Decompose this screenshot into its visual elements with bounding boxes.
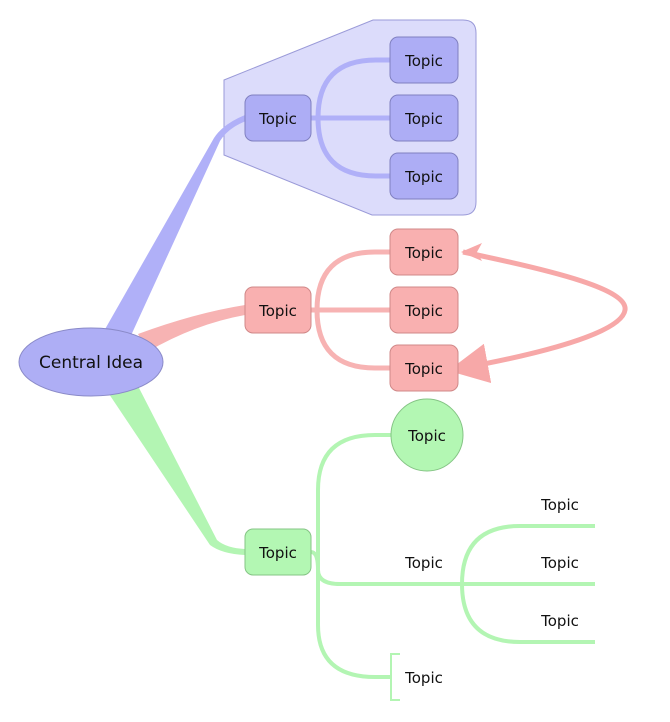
branch-3-nested-topic-1[interactable]: Topic [540, 496, 579, 514]
main-branch-2-connector [138, 305, 245, 352]
branch-2-topic-node[interactable]: Topic [244, 286, 312, 334]
branch-2-topic-label: Topic [258, 302, 297, 320]
branch-2-subtopic-node-1[interactable]: Topic [389, 228, 459, 276]
central-idea-label: Central Idea [39, 353, 143, 373]
branch-1-subtopic-label-3: Topic [404, 168, 443, 186]
branch-3-circle-topic-label: Topic [407, 427, 446, 445]
branch-2-subtopic-label-3: Topic [404, 360, 443, 378]
branch-3-nested-topic-label-1: Topic [540, 496, 579, 514]
branch-1-topic-label: Topic [258, 110, 297, 128]
branch-1-sub-connectors [311, 57, 390, 179]
branch-1-subtopic-node-3[interactable]: Topic [389, 152, 459, 200]
branch-3-nested-topic-label-2: Topic [540, 554, 579, 572]
branch-2-subtopic-node-3[interactable]: Topic [389, 344, 459, 392]
branch-2-subtopic-node-2[interactable]: Topic [389, 286, 459, 334]
branch-3-topic-node[interactable]: Topic [244, 528, 312, 576]
branch-2-sub-connectors [311, 249, 390, 371]
branch-3-underline-topic-label: Topic [404, 554, 443, 572]
branch-3-nested-topic-2[interactable]: Topic [540, 554, 579, 572]
branch-3-nested-topic-3[interactable]: Topic [540, 612, 579, 630]
branch-3-bracket-topic-label: Topic [404, 669, 443, 687]
branch-3-bracket-topic[interactable]: Topic [404, 669, 443, 687]
branch-2-subtopic-label-1: Topic [404, 244, 443, 262]
branch-1-topic-node[interactable]: Topic [244, 94, 312, 142]
relationship-arrow-start-head [461, 243, 482, 261]
branch-3-nested-topic-label-3: Topic [540, 612, 579, 630]
branch-1-subtopic-label-2: Topic [404, 110, 443, 128]
branch-3-underline-topic[interactable]: Topic [404, 554, 443, 572]
branch-2-subtopic-label-2: Topic [404, 302, 443, 320]
branch-3-circle-topic-node[interactable]: Topic [390, 398, 464, 472]
branch-3-sub-connectors [310, 433, 595, 701]
branch-3-topic-label: Topic [258, 544, 297, 562]
main-branch-1-connector [100, 115, 246, 342]
central-idea-node[interactable]: Central Idea [18, 327, 164, 397]
branch-1-subtopic-node-2[interactable]: Topic [389, 94, 459, 142]
branch-1-subtopic-label-1: Topic [404, 52, 443, 70]
relationship-arrow [448, 249, 628, 384]
branch-1-subtopic-node-1[interactable]: Topic [389, 36, 459, 84]
main-branch-3-connector [105, 386, 245, 555]
